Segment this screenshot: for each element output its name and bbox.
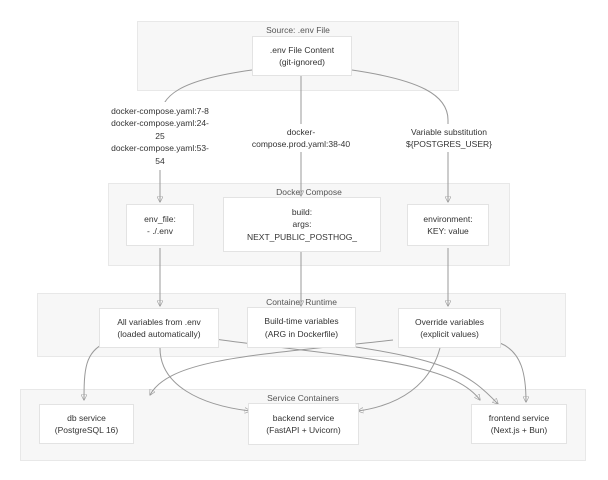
- node-db-service-line-1: db service: [67, 412, 106, 423]
- edge-all-vars-to-db: [84, 342, 106, 400]
- node-environment-line-2: KEY: value: [427, 226, 469, 236]
- node-db-service-line-2: (PostgreSQL 16): [54, 425, 119, 435]
- edge-label-prod-ref-line-2: compose.prod.yaml:38-40: [251, 139, 351, 149]
- edge-label-prod-ref: docker- compose.prod.yaml:38-40: [247, 124, 355, 152]
- edge-env-to-environment: [351, 69, 448, 202]
- group-source-title: Source: .env File: [266, 25, 330, 35]
- node-env-file-content-line-2: (git-ignored): [279, 57, 325, 67]
- node-backend-service-line-2: (FastAPI + Uvicorn): [266, 425, 341, 435]
- node-backend-service: backend service (FastAPI + Uvicorn): [248, 403, 359, 445]
- edge-label-compose-refs-line-2: docker-compose.yaml:24-: [111, 118, 209, 129]
- node-all-variables: All variables from .env (loaded automati…: [99, 308, 219, 348]
- node-build-time-variables-line-2: (ARG in Dockerfile): [264, 328, 339, 339]
- node-backend-service-line-1: backend service: [272, 412, 335, 423]
- edge-label-prod-ref-line-1: docker-: [286, 126, 316, 137]
- node-environment: environment: KEY: value: [407, 204, 489, 246]
- edge-label-compose-refs-line-1: docker-compose.yaml:7-8: [111, 105, 209, 116]
- node-environment-line-1: environment:: [423, 213, 473, 224]
- node-env-file-line-2: - ./.env: [147, 226, 173, 236]
- edge-override-vars-to-db: [150, 339, 394, 395]
- edge-label-substitution-line-1: Variable substitution: [411, 126, 487, 137]
- node-db-service: db service (PostgreSQL 16): [39, 404, 134, 444]
- node-env-file-content: .env File Content (git-ignored): [252, 36, 352, 76]
- node-build-time-variables-line-1: Build-time variables: [264, 316, 339, 326]
- edge-label-substitution: Variable substitution ${POSTGRES_USER}: [404, 124, 494, 152]
- node-frontend-service-line-1: frontend service: [488, 412, 550, 423]
- node-env-file-content-line-1: .env File Content: [269, 44, 335, 55]
- group-docker-compose-title: Docker Compose: [276, 187, 342, 197]
- node-all-variables-line-1: All variables from .env: [117, 316, 201, 327]
- edge-label-compose-refs-line-4: docker-compose.yaml:53-: [111, 143, 209, 154]
- node-override-variables-line-2: (explicit values): [420, 329, 479, 339]
- node-frontend-service-line-2: (Next.js + Bun): [490, 425, 548, 435]
- node-build-args-line-3: NEXT_PUBLIC_POSTHOG_: [246, 231, 358, 242]
- node-env-file: env_file: - ./.env: [126, 204, 194, 246]
- node-build-time-variables: Build-time variables (ARG in Dockerfile): [247, 307, 356, 348]
- edge-label-compose-refs-line-5: 54: [155, 155, 165, 166]
- node-env-file-line-1: env_file:: [144, 213, 176, 224]
- edge-all-vars-to-backend: [159, 347, 250, 411]
- node-build-args-line-1: build:: [291, 206, 313, 217]
- edge-label-substitution-line-2: ${POSTGRES_USER}: [406, 139, 492, 149]
- edge-label-compose-refs-line-3: 25: [155, 130, 165, 141]
- node-override-variables: Override variables (explicit values): [398, 308, 501, 348]
- node-frontend-service: frontend service (Next.js + Bun): [471, 404, 567, 444]
- edge-override-vars-to-frontend: [499, 342, 526, 402]
- edge-override-vars-to-backend: [358, 347, 441, 411]
- node-override-variables-line-1: Override variables: [415, 316, 484, 327]
- node-build-args-line-2: args:: [292, 219, 312, 230]
- edge-build-vars-to-frontend: [341, 344, 498, 404]
- group-service-containers-title: Service Containers: [267, 393, 339, 403]
- node-all-variables-line-2: (loaded automatically): [117, 329, 201, 339]
- node-build-args: build: args: NEXT_PUBLIC_POSTHOG_: [223, 197, 381, 252]
- edge-label-compose-refs: docker-compose.yaml:7-8 docker-compose.y…: [106, 102, 214, 170]
